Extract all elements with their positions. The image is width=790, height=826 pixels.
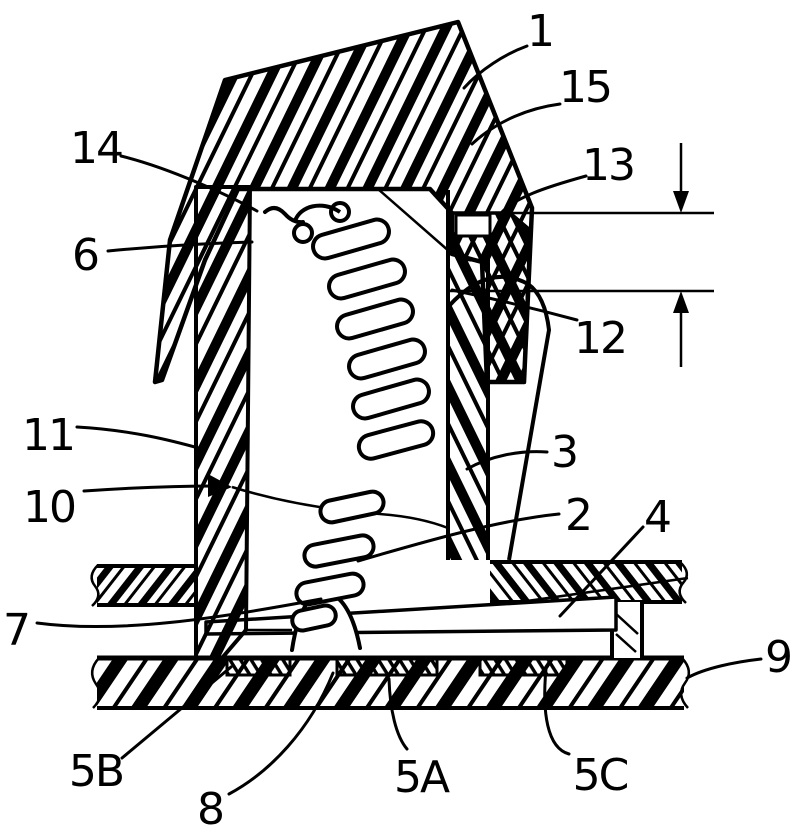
ref-label-5A: 5A	[394, 752, 450, 803]
leader-line-11	[75, 425, 204, 451]
leader-line-5C	[543, 667, 571, 756]
ref-label-12: 12	[574, 313, 626, 364]
leader-line-10	[82, 484, 221, 493]
leader-line-6	[106, 240, 254, 253]
ref-label-11: 11	[22, 410, 74, 461]
spring-top-hook	[263, 201, 351, 244]
left-flange-break	[90, 564, 100, 607]
spring-coil-2	[327, 257, 407, 301]
left-flange-body	[97, 566, 198, 605]
skirt-step-notch	[454, 213, 492, 238]
leader-line-8	[227, 671, 335, 796]
ref-label-15: 15	[559, 62, 611, 113]
spring-coil-4	[347, 337, 427, 381]
leader-line-12	[450, 288, 579, 322]
fixed-contacts	[225, 657, 569, 677]
spring-hook-arc	[293, 203, 342, 222]
ref-label-5C: 5C	[573, 750, 628, 801]
left-flange-edges	[97, 564, 198, 607]
housing-right-wall	[446, 190, 551, 561]
ref-label-8: 8	[197, 784, 223, 826]
ref-label-4: 4	[644, 492, 670, 543]
leader-line-1	[462, 44, 529, 90]
right-flange-break	[678, 561, 689, 604]
ref-label-13: 13	[582, 140, 634, 191]
interior-floor-step	[244, 600, 292, 632]
ref-label-6: 6	[72, 230, 98, 281]
spring-hook-curve	[263, 206, 305, 225]
leader-line-15	[470, 102, 562, 146]
spring-coil-5	[351, 377, 431, 421]
reference-labels: 115 13 12 14 6 11 10 3 2 4 7 9 5B 8 5A 5C	[3, 6, 790, 826]
spring-coil-8	[302, 533, 376, 569]
ref-label-3: 3	[551, 427, 577, 478]
ref-label-1: 1	[527, 6, 553, 57]
ref-label-7: 7	[3, 605, 29, 656]
ref-label-2: 2	[565, 490, 591, 541]
leader-line-2	[356, 512, 561, 563]
spring-coil-3	[335, 297, 415, 341]
fixed-contact-5c	[478, 657, 569, 677]
up-arrow-head	[673, 291, 689, 313]
board-right-break	[679, 657, 691, 709]
board-left-break	[90, 657, 102, 709]
down-arrow-head	[673, 191, 689, 213]
leader-line-9	[685, 657, 763, 680]
leader-line-13	[496, 174, 588, 219]
leader-line-3	[465, 450, 549, 471]
leader-line-5B	[120, 665, 233, 760]
right-foot-hatch	[613, 611, 639, 653]
skirt-step-curve	[451, 249, 484, 262]
leader-line-14	[119, 154, 259, 213]
spring-coil-10	[290, 603, 338, 633]
spring-coil-1	[311, 217, 391, 261]
spring-coil-7	[318, 489, 386, 525]
cavity-ceiling-slope	[377, 188, 451, 253]
fixed-contact-5a	[335, 657, 439, 677]
dimension-indicator	[450, 143, 714, 367]
leader-line-5A	[387, 677, 409, 751]
ref-label-5B: 5B	[69, 746, 123, 797]
spring-coils	[290, 217, 436, 633]
spring-coil-6	[356, 419, 436, 461]
leader-line-4	[558, 525, 645, 618]
ref-label-10: 10	[23, 482, 75, 533]
ref-label-14: 14	[70, 123, 122, 174]
leader-lines	[35, 44, 763, 796]
fixed-contact-5b	[225, 657, 292, 677]
spring-hook-coil-a	[292, 222, 314, 244]
ref-label-9: 9	[765, 632, 790, 683]
actuator-plate-body	[204, 595, 618, 636]
coil-spring	[263, 201, 436, 633]
spring-coil-9	[294, 571, 366, 607]
leader-line-7	[35, 597, 323, 629]
actuator-plate-extension	[519, 576, 689, 604]
right-flange-body	[490, 562, 682, 602]
